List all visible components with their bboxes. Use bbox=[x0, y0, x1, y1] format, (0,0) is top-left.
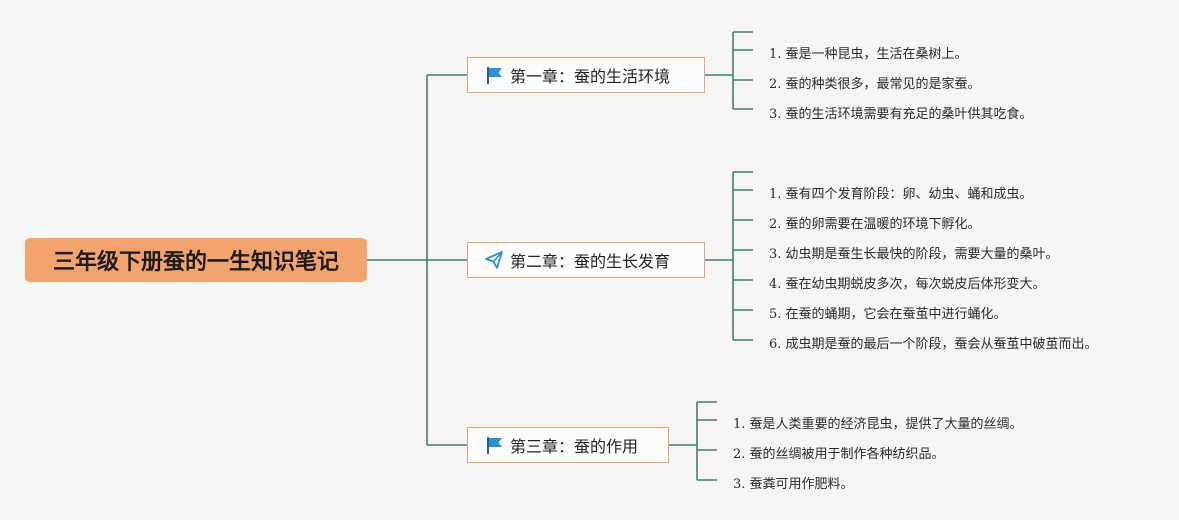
chapter-3-label: 第三章：蚕的作用 bbox=[510, 437, 639, 456]
chapter-2-item[interactable]: 3. 幼虫期是蚕生长最快的阶段，需要大量的桑叶。 bbox=[769, 247, 1059, 262]
chapter-2-item[interactable]: 5. 在蚕的蛹期，它会在蚕茧中进行蛹化。 bbox=[769, 307, 1007, 322]
chapter-2-item[interactable]: 4. 蚕在幼虫期蜕皮多次，每次蜕皮后体形变大。 bbox=[769, 277, 1046, 292]
paper-plane-icon bbox=[484, 250, 504, 270]
chapter-3-item[interactable]: 2. 蚕的丝绸被用于制作各种纺织品。 bbox=[733, 447, 945, 462]
chapter-1-item[interactable]: 1. 蚕是一种昆虫，生活在桑树上。 bbox=[769, 47, 968, 62]
chapter-2-node[interactable]: 第二章：蚕的生长发育 bbox=[467, 242, 705, 278]
chapter-3-node[interactable]: 第三章：蚕的作用 bbox=[467, 427, 669, 463]
chapter-2-label: 第二章：蚕的生长发育 bbox=[510, 252, 671, 271]
root-title: 三年级下册蚕的一生知识笔记 bbox=[52, 250, 339, 275]
flag-icon bbox=[484, 435, 504, 455]
chapter-2-item[interactable]: 1. 蚕有四个发育阶段：卵、幼虫、蛹和成虫。 bbox=[769, 187, 1033, 202]
chapter-1-item[interactable]: 3. 蚕的生活环境需要有充足的桑叶供其吃食。 bbox=[769, 107, 1033, 122]
chapter-3-item[interactable]: 3. 蚕粪可用作肥料。 bbox=[733, 477, 854, 492]
chapter-1-item[interactable]: 2. 蚕的种类很多，最常见的是家蚕。 bbox=[769, 77, 981, 92]
chapter-2-item[interactable]: 2. 蚕的卵需要在温暖的环境下孵化。 bbox=[769, 217, 981, 232]
chapter-3-item[interactable]: 1. 蚕是人类重要的经济昆虫，提供了大量的丝绸。 bbox=[733, 417, 1023, 432]
chapter-1-node[interactable]: 第一章：蚕的生活环境 bbox=[467, 57, 705, 93]
root-topic[interactable]: 三年级下册蚕的一生知识笔记 bbox=[25, 238, 367, 282]
chapter-1-label: 第一章：蚕的生活环境 bbox=[510, 67, 671, 86]
flag-icon bbox=[484, 65, 504, 85]
chapter-2-item[interactable]: 6. 成虫期是蚕的最后一个阶段，蚕会从蚕茧中破茧而出。 bbox=[769, 337, 1098, 352]
